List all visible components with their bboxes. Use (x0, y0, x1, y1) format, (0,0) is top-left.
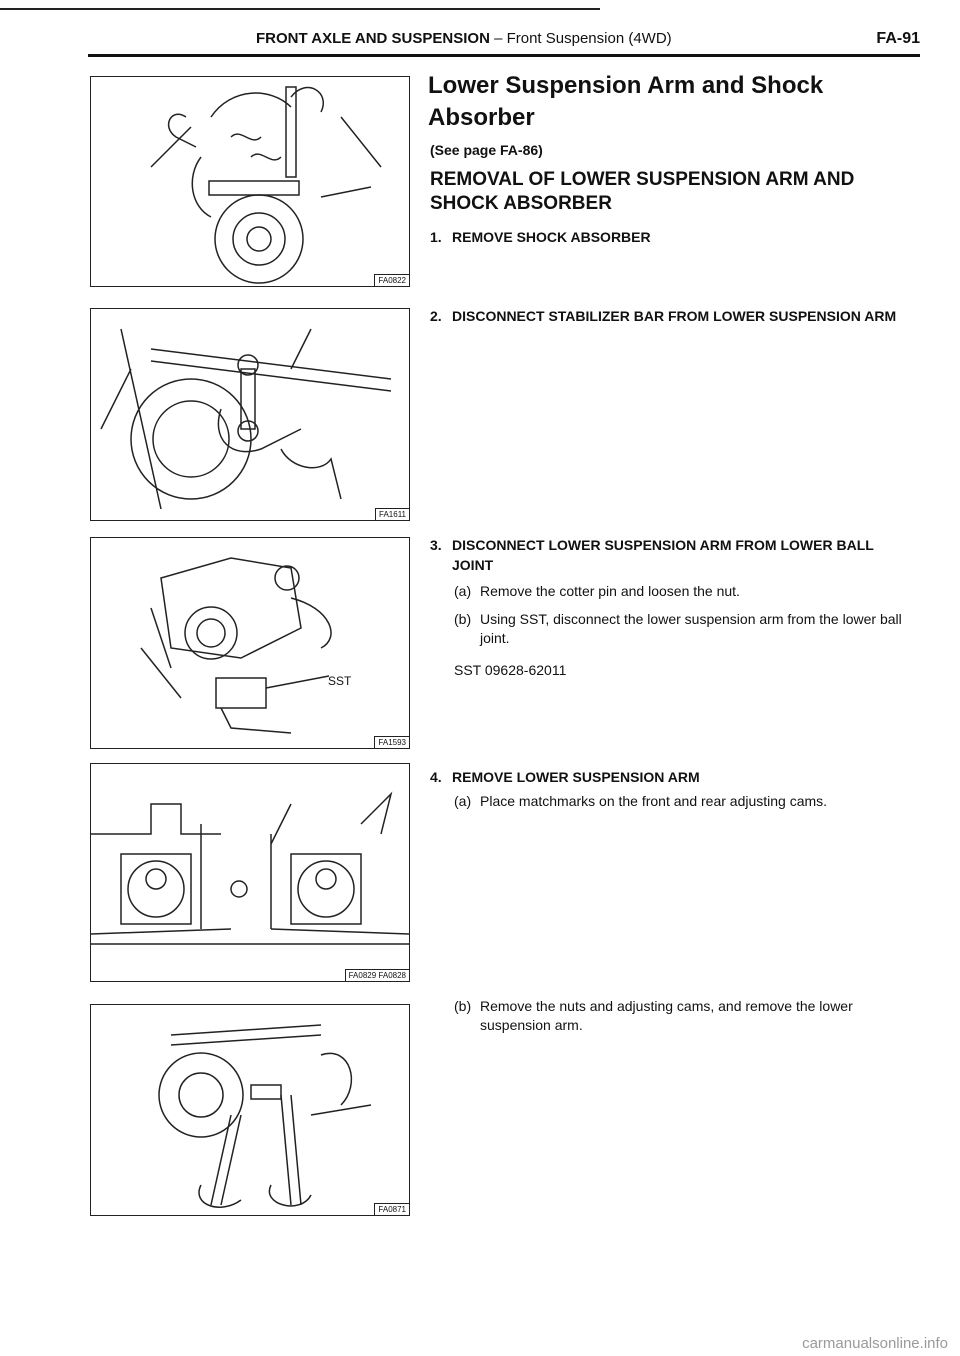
step-text: REMOVE SHOCK ABSORBER (452, 229, 651, 245)
top-border-line (0, 8, 600, 10)
sst-number: SST 09628-62011 (454, 662, 567, 678)
sst-callout-label: SST (328, 674, 352, 688)
illustration-ball-joint (140, 557, 332, 734)
figure-id: FA0829 FA0828 (344, 969, 409, 981)
figure-id: FA1611 (375, 508, 409, 520)
watermark: carmanualsonline.info (802, 1335, 948, 1352)
see-page-reference: (See page FA-86) (430, 142, 543, 158)
step-text: REMOVE LOWER SUSPENSION ARM (452, 769, 700, 785)
sub-text: Place matchmarks on the front and rear a… (480, 793, 828, 809)
sub-text: Using SST, disconnect the lower suspensi… (480, 611, 902, 646)
page-title: Lower Suspension Arm and Shock Absorber (428, 72, 824, 131)
step-number: 4. (430, 769, 442, 785)
header-section-title: FRONT AXLE AND SUSPENSION (256, 30, 490, 47)
step-4b: (b) Remove the nuts and adjusting cams, … (454, 997, 914, 1035)
step-number: 3. (430, 537, 442, 553)
sub-text: Remove the nuts and adjusting cams, and … (480, 998, 853, 1033)
figure-id: FA1593 (374, 736, 409, 748)
step-4a: (a) Place matchmarks on the front and re… (454, 792, 914, 811)
sub-label: (b) (454, 611, 472, 627)
header-subsection: Front Suspension (4WD) (506, 30, 672, 47)
step-3: 3. DISCONNECT LOWER SUSPENSION ARM FROM … (430, 535, 910, 575)
figure-id: FA0871 (374, 1203, 409, 1215)
sub-label: (b) (454, 998, 472, 1014)
step-1: 1. REMOVE SHOCK ABSORBER (430, 227, 910, 247)
step-text: DISCONNECT STABILIZER BAR FROM LOWER SUS… (452, 308, 897, 324)
step-number: 1. (430, 229, 442, 245)
sub-text: Remove the cotter pin and loosen the nut… (480, 583, 740, 599)
step-number: 2. (430, 308, 442, 324)
section-heading: REMOVAL OF LOWER SUSPENSION ARM AND SHOC… (430, 169, 855, 214)
figure-lower-arm-removal: FA0871 (90, 1004, 410, 1216)
step-text: DISCONNECT LOWER SUSPENSION ARM FROM LOW… (452, 537, 874, 573)
sub-label: (a) (454, 583, 472, 599)
figure-adjusting-cams: FA0829 FA0828 (90, 763, 410, 982)
step-3b: (b) Using SST, disconnect the lower susp… (454, 610, 914, 648)
illustration-lower-arm (158, 1024, 372, 1208)
illustration-shock-absorber (150, 86, 382, 284)
illustration-adjusting-cams (91, 791, 409, 945)
figure-shock-absorber-removal: FA0822 (90, 76, 410, 287)
figure-stabilizer-bar: FA1611 (90, 308, 410, 521)
step-2: 2. DISCONNECT STABILIZER BAR FROM LOWER … (430, 306, 910, 326)
step-3a: (a) Remove the cotter pin and loosen the… (454, 582, 914, 601)
page-number: FA-91 (876, 30, 920, 47)
page-header: FRONT AXLE AND SUSPENSION – Front Suspen… (256, 30, 920, 54)
step-4: 4. REMOVE LOWER SUSPENSION ARM (430, 767, 910, 787)
figure-ball-joint-sst: SST FA1593 (90, 537, 410, 749)
header-rule (88, 54, 920, 57)
figure-id: FA0822 (374, 274, 409, 286)
header-dash: – (489, 30, 507, 47)
illustration-stabilizer-bar (100, 328, 392, 510)
sub-label: (a) (454, 793, 472, 809)
